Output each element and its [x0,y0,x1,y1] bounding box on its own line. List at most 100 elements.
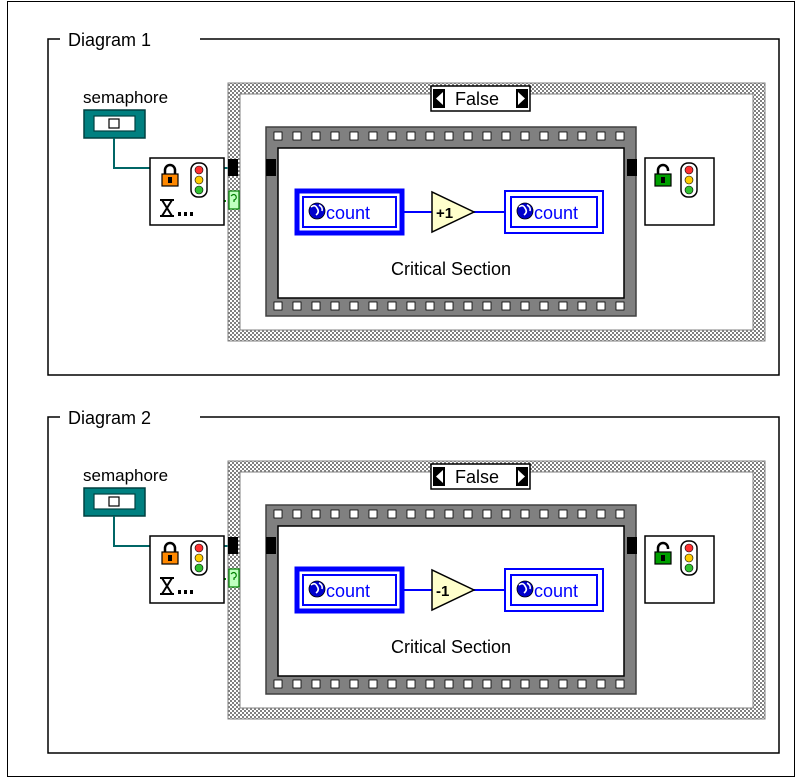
sprocket-hole [444,679,454,689]
sprocket-hole [577,679,587,689]
sprocket-hole [368,679,378,689]
traffic-light-icon [680,540,698,576]
sprocket-hole [463,301,473,311]
sprocket-hole [425,131,435,141]
groupbox-border [47,416,780,754]
semaphore-control [83,487,146,517]
sprocket-hole [501,679,511,689]
sprocket-hole [501,301,511,311]
sprocket-hole [273,301,283,311]
sprocket-hole [311,509,321,519]
acquire-semaphore-node [149,535,225,604]
case-selector-terminal [228,568,240,588]
refnum-wire [113,138,150,169]
sprocket-hole [292,131,302,141]
increment-node: +1 [431,190,476,234]
sprocket-hole [539,131,549,141]
sprocket-hole [596,679,606,689]
refnum-wire [113,516,150,547]
traffic-light-icon [680,162,698,198]
sprocket-hole [615,679,625,689]
sprocket-hole [368,509,378,519]
global-count-right: count [504,190,604,234]
sprocket-hole [501,131,511,141]
global-label: count [326,581,370,601]
semaphore-label: semaphore [83,466,168,485]
case-selector-terminal [228,190,240,210]
sprocket-hole [558,509,568,519]
sprocket-hole [330,301,340,311]
sprocket-hole [292,679,302,689]
global-count-left: count [294,566,405,614]
increment-node: -1 [431,568,476,612]
sprocket-hole [482,131,492,141]
sprocket-hole [558,301,568,311]
refnum-icon [108,496,120,507]
critical-section-label: Critical Section [391,637,511,657]
global-label: count [534,203,578,223]
global-label: count [534,581,578,601]
sprocket-hole [577,131,587,141]
release-semaphore-node [644,535,715,604]
diagram-title: Diagram 1 [68,30,151,50]
sprocket-hole [349,679,359,689]
chevron-left-icon [436,92,443,105]
release-semaphore-node [644,157,715,226]
sprocket-hole [482,509,492,519]
sprocket-hole [520,679,530,689]
sprocket-hole [425,301,435,311]
sprocket-hole [425,679,435,689]
sprocket-hole [273,131,283,141]
sprocket-hole [463,679,473,689]
lock-closed-icon [161,163,179,187]
chevron-right-icon [518,92,525,105]
sprocket-hole [539,679,549,689]
case-tunnel-left [228,159,238,176]
case-label: False [455,467,499,487]
sprocket-hole [406,679,416,689]
sprocket-hole [520,509,530,519]
sprocket-hole [387,679,397,689]
traffic-light-icon [190,540,208,576]
increment-label: -1 [436,583,449,600]
sprocket-hole [311,679,321,689]
global-count-right: count [504,568,604,612]
sprocket-hole [615,131,625,141]
sprocket-hole [444,301,454,311]
sprocket-hole [406,131,416,141]
chevron-left-icon [436,470,443,483]
semaphore-control [83,109,146,139]
sprocket-hole [330,509,340,519]
sprocket-hole [387,509,397,519]
sprocket-hole [539,509,549,519]
sprocket-hole [463,509,473,519]
hourglass-icon [160,577,193,595]
sequence-tunnel-left [266,159,276,176]
case-selector: False [430,85,531,112]
sprocket-hole [482,679,492,689]
case-label: False [455,89,499,109]
global-label: count [326,203,370,223]
chevron-right-icon [518,470,525,483]
sprocket-hole [520,131,530,141]
sequence-tunnel-right [627,159,637,176]
traffic-light-icon [190,162,208,198]
critical-section-label: Critical Section [391,259,511,279]
sprocket-hole [349,509,359,519]
refnum-icon [108,118,120,129]
hourglass-icon [160,199,193,217]
sprocket-hole [368,301,378,311]
sprocket-hole [539,301,549,311]
sprocket-hole [273,679,283,689]
increment-label: +1 [436,205,453,222]
sprocket-hole [406,509,416,519]
sprocket-hole [387,301,397,311]
sprocket-hole [330,131,340,141]
sprocket-hole [520,301,530,311]
question-icon [230,193,237,202]
sprocket-hole [463,131,473,141]
